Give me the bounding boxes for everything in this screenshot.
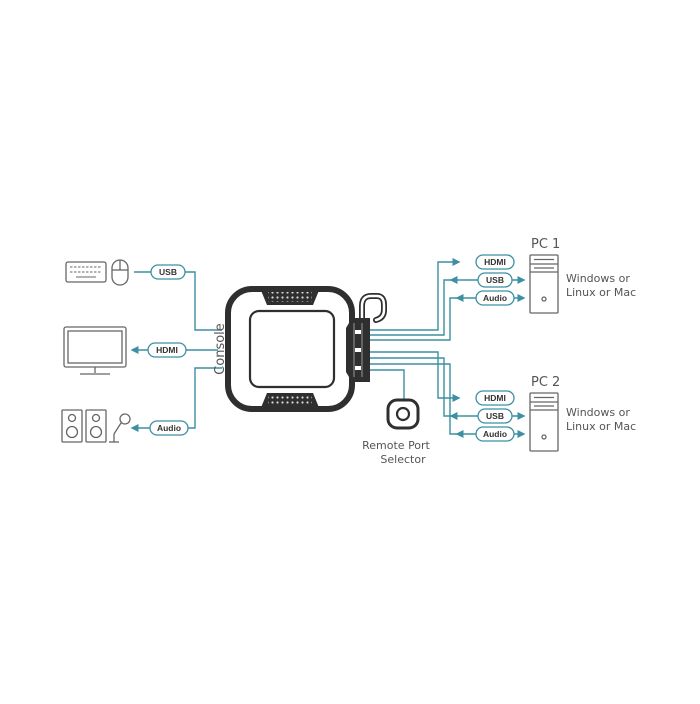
usb-tag-left: USB <box>150 264 186 280</box>
mouse-icon <box>111 259 129 286</box>
pc2-tower-icon <box>529 392 559 452</box>
pc1-usb-tag: USB <box>477 272 513 288</box>
pc2-audio-tag-label: Audio <box>483 429 507 439</box>
monitor-icon <box>63 326 127 375</box>
pc2-hdmi-tag: HDMI <box>475 390 515 406</box>
pc1-usb-tag-label: USB <box>486 275 504 285</box>
speakers-icon <box>61 409 107 443</box>
pc1-hdmi-line <box>370 258 461 331</box>
pc1-os-line1: Windows or <box>566 272 630 285</box>
pc1-title: PC 1 <box>531 237 560 252</box>
remote-port-label-line1: Remote Port <box>362 439 430 452</box>
pc2-title: PC 2 <box>531 375 560 390</box>
usb-tag-left-label: USB <box>159 267 177 277</box>
console-label: Console <box>213 323 228 375</box>
microphone-icon <box>109 413 131 443</box>
remote-port-selector-icon <box>386 398 420 430</box>
audio-tag-left-label: Audio <box>157 423 181 433</box>
pc1-os-line2: Linux or Mac <box>566 286 636 299</box>
pc1-audio-tag-label: Audio <box>483 293 507 303</box>
hdmi-tag-left-label: HDMI <box>156 345 178 355</box>
audio-console-line <box>130 367 222 432</box>
pc2-os-line1: Windows or <box>566 406 630 419</box>
audio-tag-left: Audio <box>149 420 189 436</box>
keyboard-icon <box>65 261 107 283</box>
pc2-usb-tag-label: USB <box>486 411 504 421</box>
usb-console-line <box>134 271 222 331</box>
pc1-tower-icon <box>529 254 559 314</box>
pc2-hdmi-tag-label: HDMI <box>484 393 506 403</box>
pc1-audio-tag: Audio <box>475 290 515 306</box>
pc2-audio-tag: Audio <box>475 426 515 442</box>
kvm-switch-device <box>225 286 387 412</box>
hdmi-tag-left: HDMI <box>147 342 187 358</box>
pc1-usb-line <box>370 276 526 336</box>
remote-cable-line <box>370 369 405 400</box>
remote-port-label-line2: Selector <box>380 453 426 466</box>
pc2-os-line2: Linux or Mac <box>566 420 636 433</box>
pc1-hdmi-tag-label: HDMI <box>484 257 506 267</box>
pc2-hdmi-line <box>370 351 461 402</box>
pc2-usb-tag: USB <box>477 408 513 424</box>
pc1-hdmi-tag: HDMI <box>475 254 515 270</box>
